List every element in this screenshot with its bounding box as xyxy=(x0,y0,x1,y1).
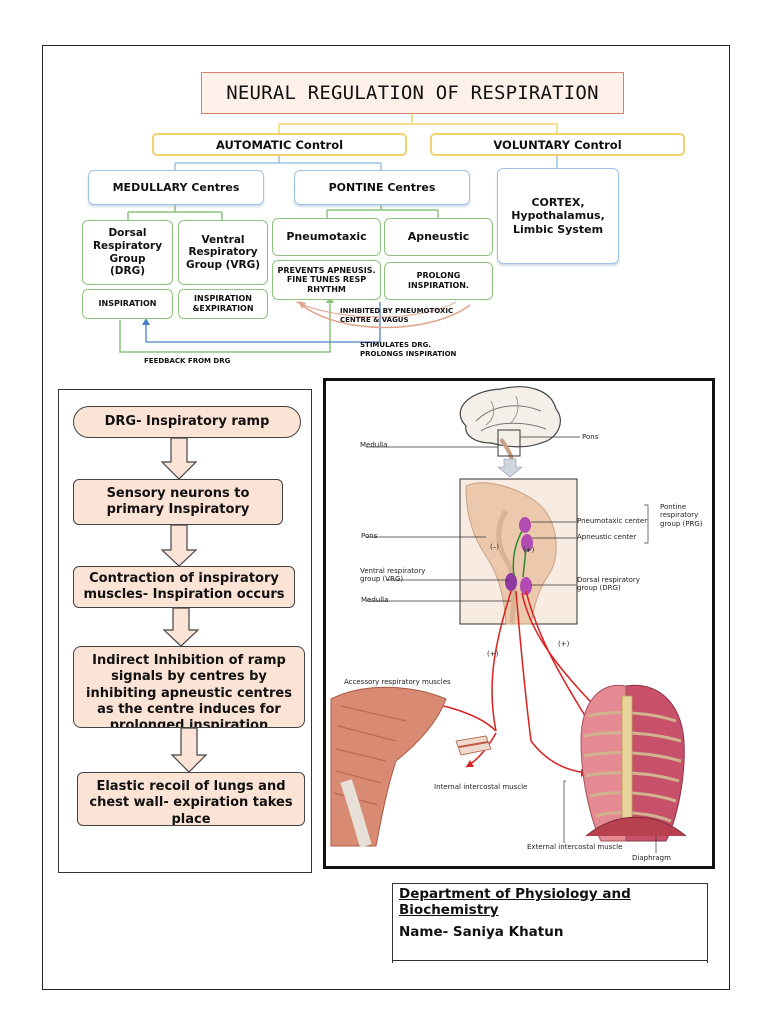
brain-image xyxy=(366,386,580,478)
pontine-centres-box: PONTINE Centres xyxy=(294,170,470,205)
vrg-line: Respiratory xyxy=(188,246,258,259)
flow-step-3: Contraction of inspiratory muscles- Insp… xyxy=(73,566,295,608)
vrg-line: Ventral xyxy=(201,233,245,246)
apneustic-function-box: PROLONG INSPIRATION. xyxy=(384,262,493,300)
drg-line: (DRG) xyxy=(109,265,146,278)
label-pontine-group-line: respiratory xyxy=(660,511,699,520)
label-drg-line: group (DRG) xyxy=(577,584,621,593)
cortex-line: Hypothalamus, xyxy=(511,209,605,223)
label-diaphragm: Diaphragm xyxy=(632,854,671,862)
flow-step-4: Indirect Inhibition of ramp signals by c… xyxy=(73,646,305,728)
flow-step-text: chest wall- expiration takes xyxy=(89,795,293,811)
label-vrg: Ventral respiratory group (VRG) xyxy=(360,567,425,584)
department-line: Biochemistry xyxy=(399,902,499,918)
pneumotaxic-function-line: RHYTHM xyxy=(307,284,346,294)
cortex-line: CORTEX, xyxy=(531,196,585,210)
label-pontine-group: Pontine respiratory group (PRG) xyxy=(660,503,703,528)
label-accessory-muscles: Accessory respiratory muscles xyxy=(344,678,451,686)
down-arrow-icon xyxy=(160,524,198,567)
label-external-intercostal: External intercostal muscle xyxy=(527,843,623,851)
label-drg-line: Dorsal respiratory xyxy=(577,576,640,584)
label-vrg-line: group (VRG) xyxy=(360,575,404,584)
inhibited-note-line: INHIBITED BY PNEUMOTOXIC xyxy=(340,307,454,315)
label-pontine-group-line: group (PRG) xyxy=(660,519,703,528)
vrg-function-line: &EXPIRATION xyxy=(192,304,254,313)
label-medulla-top: Medulla xyxy=(360,441,388,449)
cortex-line: Limbic System xyxy=(512,222,604,236)
department-box-bottom xyxy=(392,960,708,961)
student-name: Name- Saniya Khatun xyxy=(399,924,564,940)
flow-step-text: place xyxy=(171,811,211,826)
flow-step-text: Contraction of inspiratory xyxy=(89,570,279,586)
flow-step-text: primary Inspiratory xyxy=(106,502,250,517)
flow-arrows xyxy=(160,437,208,773)
down-arrow-icon xyxy=(162,607,200,647)
flow-step-text: signals by centres by xyxy=(111,669,267,685)
flow-step-text: Sensory neurons to xyxy=(106,485,250,501)
department-box: Department of Physiology and Biochemistr… xyxy=(392,883,708,963)
pneumotaxic-function-line: PREVENTS APNEUSIS. xyxy=(277,265,376,275)
medullary-centres-box: MEDULLARY Centres xyxy=(88,170,264,205)
flow-step-text: inhibiting apneustic centres xyxy=(86,685,292,701)
pneumotaxic-box: Pneumotaxic xyxy=(272,218,381,256)
label-pons-top: Pons xyxy=(582,433,599,441)
label-pons-mid: Pons xyxy=(361,532,378,540)
label-drg: Dorsal respiratory group (DRG) xyxy=(577,576,640,593)
vrg-function-line: INSPIRATION xyxy=(194,294,252,304)
flow-step-text: prolonged inspiration xyxy=(109,718,269,728)
flow-step-text: as the centre induces for xyxy=(97,701,281,717)
inhibited-note: INHIBITED BY PNEUMOTOXIC CENTRE & VAGUS xyxy=(340,307,453,325)
flow-step-5: Elastic recoil of lungs and chest wall- … xyxy=(77,772,305,826)
brainstem-detail xyxy=(459,478,578,625)
page-frame xyxy=(42,45,730,990)
flow-step-text: muscles- Inspiration occurs xyxy=(83,587,285,602)
internal-intercostal-image xyxy=(455,735,492,756)
accessory-muscles-image xyxy=(330,686,447,848)
label-plus-right: (+) xyxy=(558,640,570,648)
cortex-box: CORTEX, Hypothalamus, Limbic System xyxy=(497,168,619,264)
label-pontine-group-line: Pontine xyxy=(660,503,687,511)
automatic-control-box: AUTOMATIC Control xyxy=(152,133,407,156)
drg-line: Dorsal xyxy=(108,227,147,240)
department-line: Department of Physiology and xyxy=(399,886,631,902)
label-pneumotaxic-center: Pneumotaxic center xyxy=(577,517,648,525)
flow-step-text: DRG- Inspiratory ramp xyxy=(104,413,270,429)
pneumotaxic-function-line: FINE TUNES RESP xyxy=(286,275,367,285)
stimulates-note: STIMULATES DRG. PROLONGS INSPIRATION xyxy=(360,341,456,359)
apneustic-box: Apneustic xyxy=(384,218,493,256)
concept-map-connectors xyxy=(119,114,558,353)
voluntary-control-box: VOLUNTARY Control xyxy=(430,133,685,156)
anatomy-illustration xyxy=(330,386,687,853)
flow-step-text: Indirect Inhibition of ramp xyxy=(92,653,286,668)
drg-line: Respiratory xyxy=(92,239,163,252)
label-vrg-line: Ventral respiratory xyxy=(360,567,426,575)
label-plus-left: (+) xyxy=(487,650,499,658)
drg-function-box: INSPIRATION xyxy=(82,289,173,319)
label-apneustic-center: Apneustic center xyxy=(577,533,637,541)
pneumotaxic-function-box: PREVENTS APNEUSIS. FINE TUNES RESP RHYTH… xyxy=(272,260,381,300)
vrg-box: Ventral Respiratory Group (VRG) xyxy=(178,220,268,285)
stimulates-note-line: STIMULATES DRG. xyxy=(360,341,432,349)
vrg-line: Group (VRG) xyxy=(185,258,261,271)
feedback-note: FEEDBACK FROM DRG xyxy=(144,357,231,365)
stimulates-note-line: PROLONGS INSPIRATION xyxy=(360,349,457,358)
flow-step-text: Elastic recoil of lungs and xyxy=(96,779,286,794)
label-internal-intercostal: Internal intercostal muscle xyxy=(434,783,528,791)
ribcage-image xyxy=(563,684,687,853)
vrg-function-box: INSPIRATION &EXPIRATION xyxy=(178,289,268,319)
page-title: NEURAL REGULATION OF RESPIRATION xyxy=(201,72,624,114)
down-arrow-icon xyxy=(170,727,208,773)
label-stimulate-sign: (+) xyxy=(523,546,535,554)
flow-step-2: Sensory neurons to primary Inspiratory xyxy=(73,479,283,525)
label-medulla-mid: Medulla xyxy=(361,596,389,604)
drg-line: Group xyxy=(109,252,146,265)
drg-box: Dorsal Respiratory Group (DRG) xyxy=(82,220,173,285)
inhibited-note-line: CENTRE & VAGUS xyxy=(340,315,409,324)
down-arrow-icon xyxy=(160,437,198,480)
label-inhibit-sign: (–) xyxy=(490,543,499,551)
